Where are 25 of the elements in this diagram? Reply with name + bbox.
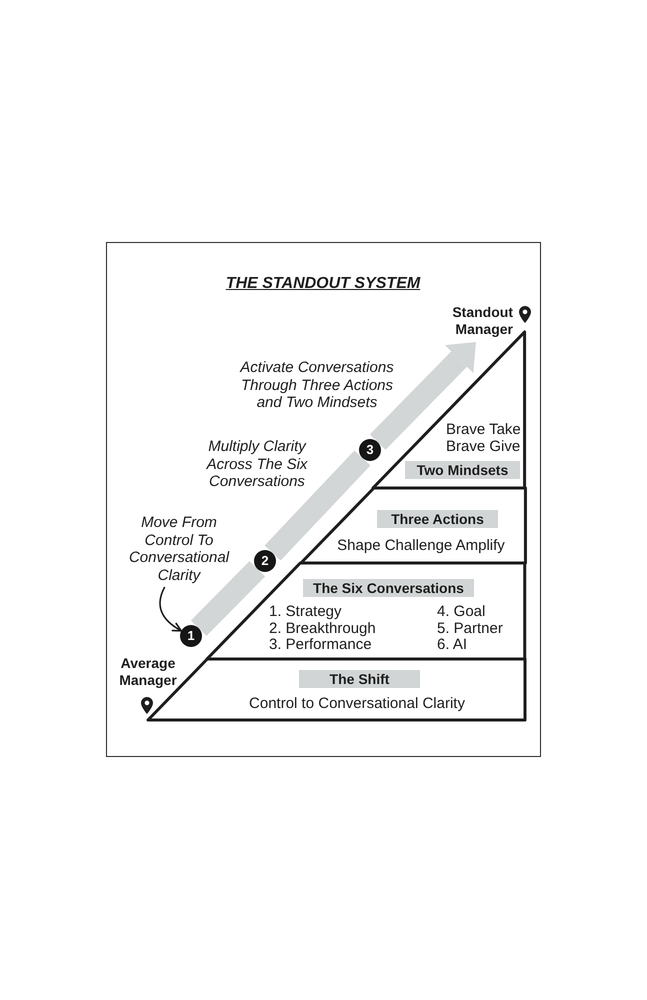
- step-number-marker: 2: [254, 550, 276, 572]
- conversation-item: 6. AI: [436, 636, 468, 653]
- tier-heading: The Six Conversations: [302, 579, 474, 597]
- conversation-item: 3. Performance: [268, 636, 372, 653]
- diagram-title: THE STANDOUT SYSTEM: [225, 274, 421, 293]
- tier-text: Control to Conversational Clarity: [248, 695, 466, 712]
- step-caption: Multiply Clarity Across The Six Conversations: [206, 438, 308, 490]
- tier-heading: Three Actions: [376, 510, 498, 528]
- conversation-item: 1. Strategy: [268, 603, 343, 620]
- conversation-item: 2. Breakthrough: [268, 620, 377, 637]
- tier-heading: Two Mindsets: [404, 461, 520, 479]
- endpoint-label: Average Manager: [118, 655, 178, 688]
- tier-text: Brave Take Brave Give: [446, 421, 522, 455]
- tier-text: Shape Challenge Amplify: [336, 537, 506, 554]
- conversation-item: 5. Partner: [436, 620, 504, 637]
- step-number-marker: 1: [180, 625, 202, 647]
- endpoint-label: Standout Manager: [451, 304, 513, 337]
- step-caption: Move From Control To Conversational Clarity: [128, 514, 230, 584]
- step-caption: Activate Conversations Through Three Actions and Two Mindsets: [240, 359, 394, 412]
- conversation-item: 4. Goal: [436, 603, 486, 620]
- leader-arrow: [159, 586, 182, 632]
- pyramid-tier: [298, 486, 527, 565]
- step-number-marker: 3: [359, 439, 381, 461]
- progress-arrow: [370, 342, 476, 450]
- tier-heading: The Shift: [299, 670, 420, 688]
